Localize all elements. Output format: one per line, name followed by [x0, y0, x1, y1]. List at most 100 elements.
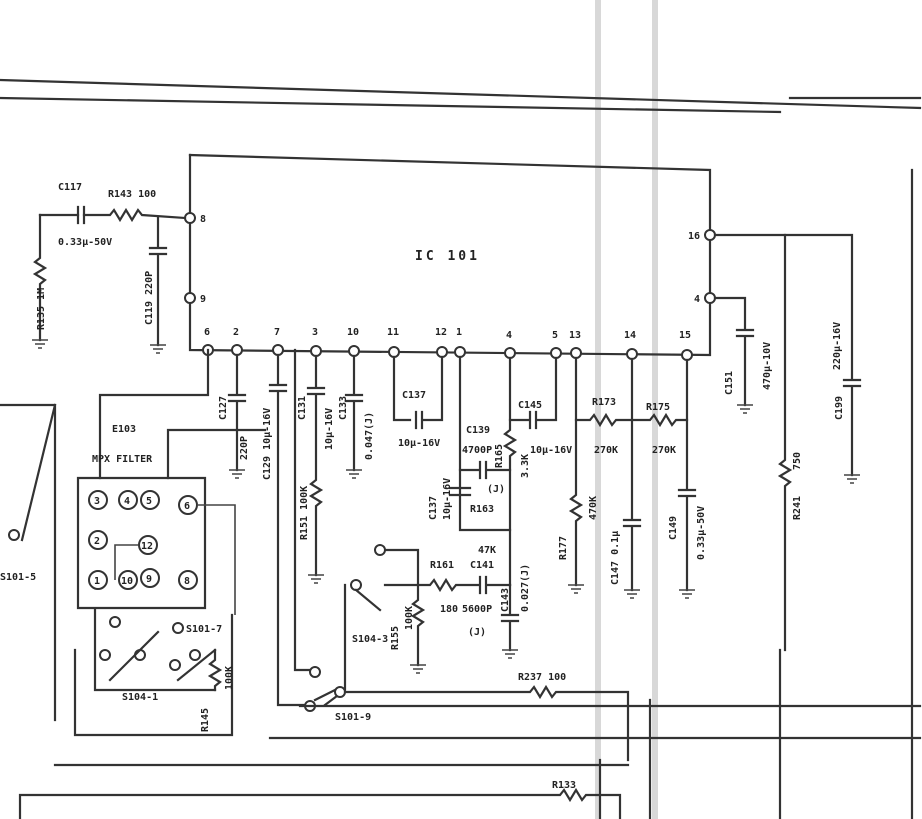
- c117-value: 0.33μ-50V: [58, 237, 112, 248]
- r165-value: 3.3K: [520, 454, 531, 478]
- r155-label: R155: [390, 626, 401, 650]
- r161-value: 180: [440, 604, 458, 615]
- pin-4b-label: 4: [694, 294, 700, 305]
- pin-15-label: 15: [679, 330, 691, 341]
- pin-5-label: 5: [552, 330, 558, 341]
- ic101-outline: [188, 153, 712, 357]
- mpx-pin-10: 10: [121, 576, 133, 587]
- s104-3-label: S104-3: [352, 634, 388, 645]
- s101-7-label: S101-7: [186, 624, 222, 635]
- pin-9-label: 9: [200, 294, 206, 305]
- mpx-pin-1: 1: [94, 576, 100, 587]
- pin-16-label: 16: [688, 231, 700, 242]
- r173-label: R173: [592, 397, 616, 408]
- pin-2-label: 2: [233, 327, 239, 338]
- mpx-pin-6: 6: [184, 501, 190, 512]
- r177-label: R177: [558, 536, 569, 560]
- r161-label: R161: [430, 560, 454, 571]
- r241-value: 750: [792, 452, 803, 470]
- c127-c129: [227, 353, 307, 707]
- c141-label: C141: [470, 560, 494, 571]
- c137-side-label: C137: [428, 496, 439, 520]
- c199-value: 220μ-16V: [832, 322, 843, 370]
- pin-4-label: 4: [506, 330, 512, 341]
- input-network: [32, 205, 187, 354]
- c137-side-value: 10μ-16V: [442, 478, 453, 520]
- c139-j: (J): [487, 484, 505, 495]
- c147-label: C147 0.1μ: [610, 531, 621, 585]
- c141-j: (J): [468, 627, 486, 638]
- c137-top: [392, 355, 444, 430]
- r237-label: R237 100: [518, 672, 566, 683]
- c127-value: 220P: [239, 436, 250, 460]
- r133-resistor: [18, 648, 782, 819]
- mpx-pin-5: 5: [146, 496, 152, 507]
- mpx-pin-4: 4: [124, 496, 130, 507]
- pin-10-label: 10: [347, 327, 359, 338]
- ic-pins: 8 9 6 2 7 3 10 11 12 1 4 5 13 14 15 16 4: [184, 212, 716, 361]
- c131-value: 10μ-16V: [324, 408, 335, 450]
- pin-6-label: 6: [204, 327, 210, 338]
- c129-label: C129 10μ-16V: [262, 408, 273, 480]
- s101-9-switch: [53, 348, 922, 767]
- r175-value: 270K: [652, 445, 676, 456]
- pin-11-label: 11: [387, 327, 399, 338]
- r135-label: R135 1M: [36, 288, 47, 330]
- r145-label: R145: [200, 708, 211, 732]
- c131-label: C131: [297, 396, 308, 420]
- pin-8-label: 8: [200, 214, 206, 225]
- c133-label: C133: [338, 396, 349, 420]
- r175-label: R175: [646, 402, 670, 413]
- c133-value: 0.047(J): [364, 412, 375, 460]
- c149-value: 0.33μ-50V: [696, 506, 707, 560]
- top-bus-lines: [0, 78, 922, 114]
- mpx-filter-block: [76, 348, 267, 615]
- c145-label: C145: [518, 400, 542, 411]
- s104-1-label: S104-1: [122, 692, 158, 703]
- r163-label: R163: [470, 504, 494, 515]
- c131-r151: [306, 354, 364, 584]
- c151-label: C151: [724, 371, 735, 395]
- c151-value: 470μ-10V: [762, 342, 773, 390]
- pin-14-label: 14: [624, 330, 636, 341]
- r173-value: 270K: [594, 445, 618, 456]
- r165-label: R165: [494, 444, 505, 468]
- c119-label: C119 220P: [144, 271, 155, 325]
- c127-label: C127: [218, 396, 229, 420]
- r145-value: 100K: [224, 666, 235, 690]
- s101-5-switch: [0, 403, 57, 722]
- c139-value: 4700P: [462, 445, 492, 456]
- c139-label: C139: [466, 425, 490, 436]
- mpx-filter-label: MPX FILTER: [92, 454, 153, 465]
- c143-label: C143: [500, 588, 511, 612]
- pin-1-label: 1: [456, 327, 462, 338]
- c143-value: 0.027(J): [520, 564, 531, 612]
- c199-label: C199: [834, 396, 845, 420]
- pin1-network: [448, 355, 558, 587]
- r133-label: R133: [552, 780, 576, 791]
- c137-top-value: 10μ-16V: [398, 438, 440, 449]
- pin-3-label: 3: [312, 327, 318, 338]
- pin-12-label: 12: [435, 327, 447, 338]
- r143-label: R143 100: [108, 189, 156, 200]
- r177-value: 470K: [588, 496, 599, 520]
- mpx-pin-3: 3: [94, 496, 100, 507]
- mpx-pin-8: 8: [184, 576, 190, 587]
- mpx-pin-2: 2: [94, 536, 100, 547]
- c117-label: C117: [58, 182, 82, 193]
- power-network: [713, 168, 914, 819]
- ic101-label: IC 101: [415, 249, 480, 264]
- c149-label: C149: [668, 516, 679, 540]
- c137-top-label: C137: [402, 390, 426, 401]
- r151-label: R151 100K: [299, 486, 310, 540]
- e103-label: E103: [112, 424, 136, 435]
- s101-9-label: S101-9: [335, 712, 371, 723]
- r163-value: 47K: [478, 545, 496, 556]
- mpx-pin-9: 9: [146, 574, 152, 585]
- r155-value: 100K: [404, 606, 415, 630]
- r241-label: R241: [792, 496, 803, 520]
- c141-value: 5600P: [462, 604, 492, 615]
- s101-5-label: S101-5: [0, 572, 36, 583]
- mpx-pin-12: 12: [141, 541, 153, 552]
